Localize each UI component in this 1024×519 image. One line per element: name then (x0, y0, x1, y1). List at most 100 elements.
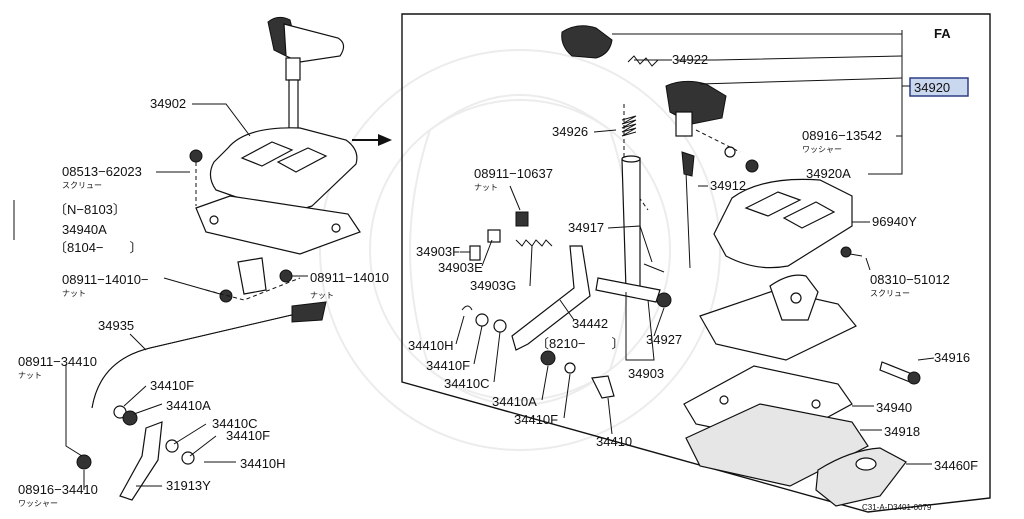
part-label-34410F-right-2[interactable]: 34410F (514, 412, 558, 427)
leader-08310 (865, 257, 871, 271)
part-labels: FA C31-A-D3401-0079 34922 34920 34926 08… (18, 26, 978, 512)
screw-08310 (840, 246, 852, 258)
leader-34410A-l (133, 403, 163, 415)
part-label-34916[interactable]: 34916 (934, 350, 970, 365)
left-washer-b (165, 439, 179, 453)
knob-button-top (561, 25, 613, 59)
part-label-34902[interactable]: 34902 (150, 96, 186, 111)
part-sublabel-08911-34410: ナット (18, 371, 42, 380)
left-base-hole-2 (331, 223, 341, 233)
part-label-8104[interactable]: 〔8104− 〕 (54, 240, 143, 255)
left-nut-guide (205, 277, 301, 301)
part-label-n8103[interactable]: 〔N−8103〕 (54, 202, 126, 217)
gate-hole (790, 292, 802, 304)
part-label-08916-13542[interactable]: 08916−13542 (802, 128, 882, 143)
part-label-34410-right[interactable]: 34410 (596, 434, 632, 449)
detail-arrow-icon (352, 134, 392, 146)
part-label-34442[interactable]: 34442 (572, 316, 608, 331)
part-label-08911-14010-left[interactable]: 08911−14010− (62, 272, 149, 287)
cross-shaft (595, 277, 661, 303)
part-label-34935[interactable]: 34935 (98, 318, 134, 333)
leader-34410F-r2 (563, 373, 571, 419)
leader-34922 (676, 55, 903, 61)
part-label-96940Y[interactable]: 96940Y (872, 214, 917, 229)
part-label-34917[interactable]: 34917 (568, 220, 604, 235)
gasket-34918 (685, 403, 869, 487)
part-label-34920A[interactable]: 34920A (806, 166, 851, 181)
part-sublabel-08911-14010-left: ナット (62, 289, 86, 298)
part-label-34410F-right-1[interactable]: 34410F (426, 358, 470, 373)
leader-34920 (699, 77, 903, 85)
left-bushing (122, 410, 138, 426)
part-label-34903F[interactable]: 34903F (416, 244, 460, 259)
part-label-34927[interactable]: 34927 (646, 332, 682, 347)
push-rod-34912 (685, 171, 691, 269)
leader-34410H-r (455, 315, 465, 345)
part-label-34903G[interactable]: 34903G (470, 278, 516, 293)
screw-08310-shank (849, 253, 863, 257)
leader-34916 (917, 357, 935, 361)
knob-screw (745, 159, 759, 173)
left-base-plate (195, 195, 361, 255)
part-label-34918[interactable]: 34918 (884, 424, 920, 439)
left-nut-b (279, 269, 293, 283)
housing-cover-96940Y (713, 178, 853, 269)
leader-34410-r (607, 397, 613, 435)
bolt-head (907, 371, 921, 385)
leader-34410C-r (493, 331, 501, 383)
corner-label: FA (934, 26, 951, 41)
left-knob-collar (285, 57, 301, 81)
part-label-34912[interactable]: 34912 (710, 178, 746, 193)
leader-34902 (192, 103, 251, 137)
push-rod-head (681, 151, 695, 177)
leader-34903E (481, 239, 493, 267)
part-label-08916-34410[interactable]: 08916−34410 (18, 482, 98, 497)
part-label-08911-10637[interactable]: 08911−10637 (474, 166, 553, 181)
background-watermark (319, 49, 721, 451)
part-label-34410F-left-2[interactable]: 34410F (226, 428, 270, 443)
spring-34903G (515, 239, 553, 247)
part-label-34410A-left[interactable]: 34410A (166, 398, 211, 413)
part-label-34926[interactable]: 34926 (552, 124, 588, 139)
part-label-34410C-left[interactable]: 34410C (212, 416, 258, 431)
spring-34926 (621, 115, 637, 137)
washer-34410F-2 (564, 362, 576, 374)
boot-34460F (815, 447, 907, 507)
part-label-34410F-left-1[interactable]: 34410F (150, 378, 194, 393)
part-label-34940A[interactable]: 34940A (62, 222, 107, 237)
part-label-34410H-right[interactable]: 34410H (408, 338, 454, 353)
part-label-34903E[interactable]: 34903E (438, 260, 483, 275)
left-screw-head (189, 149, 203, 163)
leader-34927 (653, 307, 665, 337)
part-label-34410H-left[interactable]: 34410H (240, 456, 286, 471)
highlighted-part-box[interactable] (909, 77, 969, 97)
shaft-bushing-34927 (656, 292, 672, 308)
leader-34410F-r1 (473, 325, 483, 365)
part-label-08911-14010-right[interactable]: 08911−14010 (310, 270, 389, 285)
part-label-08310-51012[interactable]: 08310−51012 (870, 272, 950, 287)
knob-washer (724, 146, 736, 158)
part-label-31913Y[interactable]: 31913Y (166, 478, 211, 493)
leader-08911-10637 (509, 185, 521, 211)
left-knob-grip (283, 23, 345, 63)
left-nut-c (76, 454, 92, 470)
part-label-34903[interactable]: 34903 (628, 366, 664, 381)
part-label-34940[interactable]: 34940 (876, 400, 912, 415)
diagram-code: C31-A-D3401-0079 (862, 503, 932, 512)
part-label-34410C-right[interactable]: 34410C (444, 376, 490, 391)
boot-hole (855, 457, 877, 471)
main-lever-rod (621, 157, 641, 291)
part-label-34922[interactable]: 34922 (672, 52, 708, 67)
part-label-34410A-right[interactable]: 34410A (492, 394, 537, 409)
part-label-34460F[interactable]: 34460F (934, 458, 978, 473)
part-label-08911-34410[interactable]: 08911−34410 (18, 354, 97, 369)
lever-34442 (511, 245, 591, 351)
part-label-34920[interactable]: 34920 (914, 80, 950, 95)
part-label-8210[interactable]: 〔8210− 〕 (536, 336, 625, 351)
knob-guide-right (695, 129, 741, 153)
left-cover-slot-2 (276, 147, 328, 173)
part-label-08513-62023[interactable]: 08513−62023 (62, 164, 142, 179)
base-hole-a (719, 395, 729, 405)
